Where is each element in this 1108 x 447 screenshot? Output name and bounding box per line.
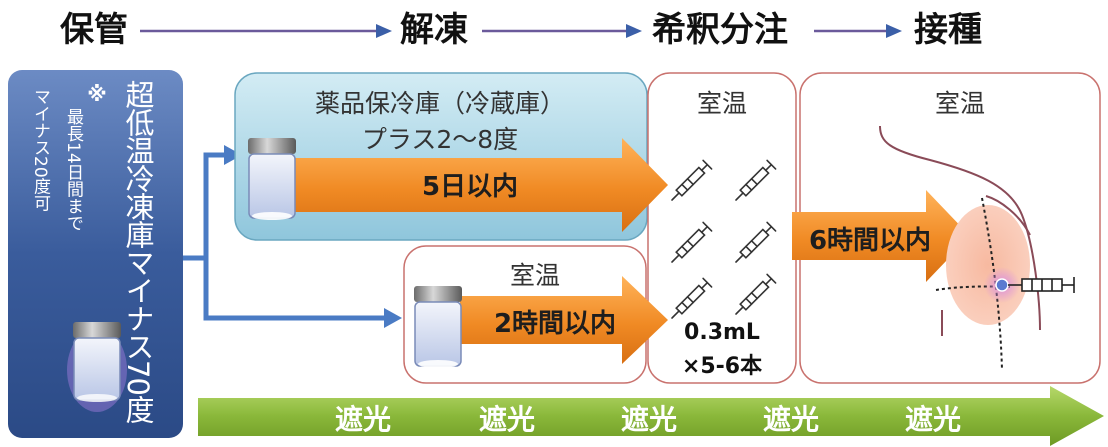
note-mark: ※	[85, 82, 109, 106]
light-protection-label: 遮光	[478, 403, 535, 436]
light-protection-label: 遮光	[762, 403, 819, 436]
branch-arrowhead-bottom	[384, 308, 402, 328]
stage-inoculate: 接種	[914, 10, 982, 50]
injection-syringe-icon	[1008, 277, 1075, 293]
light-protection-arrow	[198, 386, 1104, 446]
syringe-icon	[671, 277, 713, 319]
branch-arrows	[183, 152, 392, 321]
light-protection-label: 遮光	[620, 403, 677, 436]
syringe-icon	[735, 273, 777, 315]
vial-icon-freezer	[67, 322, 127, 412]
stage-arrow-1	[140, 24, 392, 38]
syringe-icon	[735, 159, 777, 201]
room-temp-title: 室温	[509, 261, 560, 290]
injection-title: 室温	[934, 89, 985, 118]
branch-arrowhead-top	[224, 145, 242, 165]
injection-duration: 6時間以内	[808, 226, 932, 256]
dilution-title: 室温	[696, 89, 747, 118]
stage-thaw: 解凍	[400, 10, 468, 50]
freezer-note-line1: 最長14日間まで	[63, 108, 83, 232]
shoulder-illustration	[879, 125, 1075, 371]
dose-volume: 0.3mL	[684, 320, 760, 345]
stage-arrow-2	[482, 24, 642, 38]
injection-arrow	[792, 190, 970, 282]
syringe-icon	[671, 221, 713, 263]
fridge-duration: 5日以内	[421, 172, 519, 202]
light-protection-label: 遮光	[334, 403, 391, 436]
fridge-temperature: プラス2〜8度	[361, 125, 519, 154]
stage-arrow-3	[814, 24, 902, 38]
light-protection-label: 遮光	[904, 403, 961, 436]
fridge-title: 薬品保冷庫（冷蔵庫）	[314, 89, 565, 118]
freezer-label: 超低温冷凍庫マイナス70度	[121, 80, 155, 423]
vial-icon-room-temp	[414, 286, 462, 368]
syringe-icon	[735, 221, 777, 263]
syringe-icons	[671, 159, 777, 319]
fridge-arrow	[290, 138, 668, 232]
room-temp-arrow	[460, 276, 668, 364]
freezer-panel	[8, 70, 183, 438]
stage-dilute: 希釈分注	[652, 10, 788, 50]
syringe-icon	[671, 159, 713, 201]
vial-icon-fridge	[248, 138, 296, 220]
dose-count: ×5-6本	[681, 354, 763, 379]
freezer-note-line2: マイナス20度可	[30, 88, 50, 212]
room-temp-duration: 2時間以内	[493, 309, 617, 339]
stage-storage: 保管	[60, 10, 128, 50]
